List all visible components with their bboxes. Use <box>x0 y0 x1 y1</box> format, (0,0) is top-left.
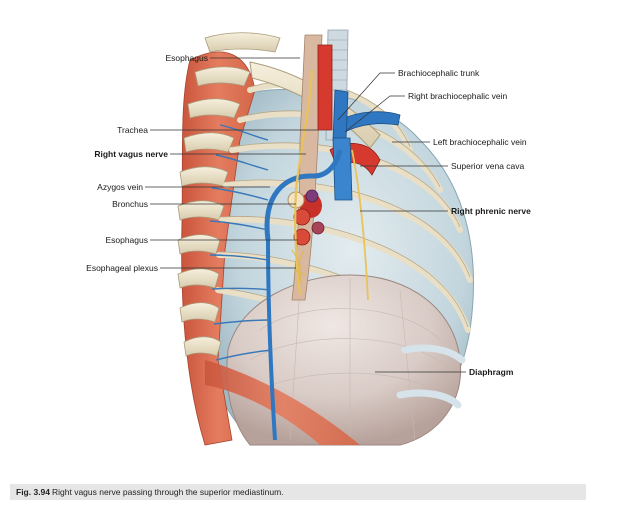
pulmonary-vessel-3 <box>311 221 325 235</box>
label-superior-vena-cava: Superior vena cava <box>451 161 525 171</box>
intercostal-veins <box>209 124 273 361</box>
label-diaphragm: Diaphragm <box>469 367 514 377</box>
esophageal-plexus-net <box>291 249 307 286</box>
brachiocephalic-vein-right <box>332 89 349 141</box>
brachiocephalic-vein-left <box>339 111 401 133</box>
caption-text: Right vagus nerve passing through the su… <box>52 487 284 497</box>
label-esophageal-plexus: Esophageal plexus <box>86 263 158 273</box>
vertebrae <box>177 32 281 357</box>
label-trachea: Trachea <box>117 125 148 135</box>
azygos-vein-vessel <box>266 239 277 441</box>
caption-number: Fig. 3.94 <box>16 487 51 497</box>
pulmonary-vessel-4 <box>305 189 319 203</box>
lower-muscle-band <box>205 360 360 445</box>
label-brachiocephalic-trunk: Brachiocephalic trunk <box>398 68 480 78</box>
label-right-phrenic-nerve: Right phrenic nerve <box>451 206 531 216</box>
label-left-brachiocephalic-vein: Left brachiocephalic vein <box>433 137 527 147</box>
figure-caption: Fig. 3.94 Right vagus nerve passing thro… <box>10 484 586 500</box>
lower-costal-cartilage <box>396 344 466 409</box>
label-esophagus-top: Esophagus <box>165 53 208 63</box>
label-azygos-vein: Azygos vein <box>97 182 143 192</box>
brachiocephalic-artery <box>317 44 333 131</box>
azygos-arch <box>264 149 343 241</box>
label-bronchus: Bronchus <box>112 199 148 209</box>
pulmonary-vessel-2 <box>293 228 311 246</box>
label-right-brachiocephalic-vein: Right brachiocephalic vein <box>408 91 508 101</box>
clavicle <box>249 61 381 149</box>
superior-vena-cava-vessel <box>332 137 353 201</box>
leader-lines-right <box>337 72 466 373</box>
right-vagus-nerve-path <box>294 69 314 296</box>
pulmonary-vessel-1 <box>293 208 311 226</box>
leader-lines-left <box>145 57 318 269</box>
label-esophagus-lower: Esophagus <box>105 235 148 245</box>
label-right-vagus-nerve: Right vagus nerve <box>94 149 168 159</box>
right-phrenic-nerve-path <box>351 149 369 301</box>
